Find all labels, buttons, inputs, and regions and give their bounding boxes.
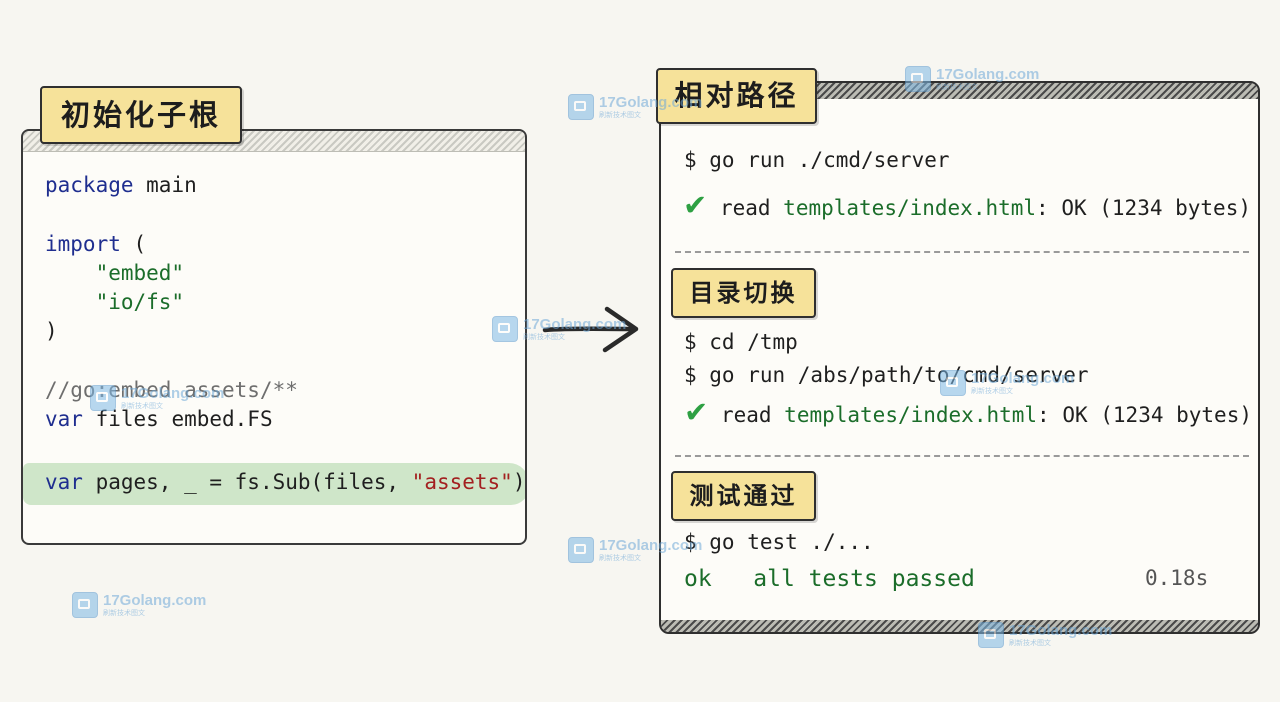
code-line-8: //go:embed assets/** bbox=[45, 378, 298, 403]
right-arrow-icon bbox=[542, 306, 639, 353]
tests-passed-tag: 测试通过 bbox=[671, 471, 816, 521]
code-block: package main import ( "embed" "io/fs") //g… bbox=[45, 171, 525, 497]
check-icon: ✔ bbox=[683, 188, 708, 222]
test-duration: 0.18s bbox=[1145, 566, 1209, 590]
test-summary: all tests passed bbox=[753, 566, 975, 592]
test-result-line: ok all tests passed bbox=[684, 566, 975, 592]
code-panel: package main import ( "embed" "io/fs") //g… bbox=[21, 129, 527, 545]
ok-status: ok bbox=[684, 566, 712, 592]
code-line-2 bbox=[45, 200, 525, 229]
watermark-logo-icon bbox=[568, 94, 594, 120]
watermark-logo-icon bbox=[72, 592, 98, 618]
code-line-9: var files embed.FS bbox=[45, 407, 273, 432]
check-icon: ✔ bbox=[684, 395, 709, 429]
code-line-5: "io/fs" bbox=[95, 290, 185, 315]
code-line-1: package main bbox=[45, 173, 197, 197]
cmd-go-run-absolute: $ go run /abs/path/to/cmd/server bbox=[684, 363, 1089, 387]
code-line-7 bbox=[45, 347, 525, 376]
output-line-1: ✔ read templates/index.html: OK (1234 by… bbox=[683, 188, 1251, 222]
relative-path-tag: 相对路径 bbox=[656, 68, 817, 124]
code-line-6: ) bbox=[45, 319, 58, 344]
terminal-footer-hatch bbox=[661, 620, 1258, 632]
highlighted-line-bg bbox=[23, 463, 525, 505]
code-line-11: var pages, _ = fs.Sub(files, "assets") bbox=[45, 469, 526, 494]
section-divider-1 bbox=[675, 251, 1249, 253]
dir-switch-tag: 目录切换 bbox=[671, 268, 816, 318]
cmd-go-run-relative: $ go run ./cmd/server bbox=[684, 148, 950, 172]
cmd-cd-tmp: $ cd /tmp bbox=[684, 330, 798, 354]
watermark-logo-icon bbox=[568, 537, 594, 563]
output-line-2: ✔ read templates/index.html: OK (1234 by… bbox=[684, 395, 1252, 429]
code-line-3: import ( bbox=[45, 231, 147, 256]
terminal-panel bbox=[659, 81, 1260, 634]
code-line-4: "embed" bbox=[95, 260, 185, 285]
init-subroot-tag: 初始化子根 bbox=[40, 86, 242, 144]
section-divider-2 bbox=[675, 455, 1249, 457]
cmd-go-test: $ go test ./... bbox=[684, 530, 874, 554]
